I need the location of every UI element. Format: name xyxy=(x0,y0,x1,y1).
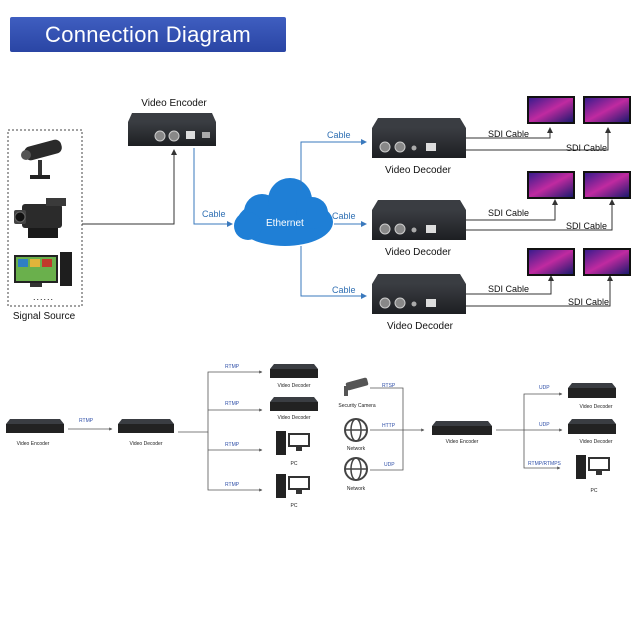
sdi-cable-1a: SDI Cable xyxy=(488,129,530,139)
decoder-2-label: Video Decoder xyxy=(385,247,451,258)
sdi-cable-2a: SDI Cable xyxy=(488,208,530,218)
br-network-globe-icon-1 xyxy=(344,418,368,442)
encoder-cable-label: Cable xyxy=(202,209,226,219)
signal-source-box xyxy=(7,129,83,307)
bl-target-1-label: Video Decoder xyxy=(277,383,311,389)
br-output-1-protocol: UDP xyxy=(539,385,550,391)
encoder-to-cloud-line xyxy=(193,148,233,227)
br-target-1-label: Video Decoder xyxy=(579,404,613,410)
sdi-cable-3a: SDI Cable xyxy=(488,284,530,294)
br-encoder-device xyxy=(432,421,492,435)
br-source-3-label: Network xyxy=(346,486,366,492)
bl-target-4-label: PC xyxy=(290,503,298,509)
bl-target-decoder-2 xyxy=(270,397,318,411)
br-target-pc xyxy=(576,455,610,479)
tv-displays xyxy=(527,96,631,276)
decoder-1-label: Video Decoder xyxy=(385,165,451,176)
br-target-decoder-2 xyxy=(568,419,616,434)
security-camera-icon xyxy=(21,139,62,179)
bottom-left-decoder-device xyxy=(118,419,174,433)
signal-source-label: Signal Source xyxy=(12,311,76,322)
br-source-2-protocol: HTTP xyxy=(382,423,396,429)
decoder-2-cable-label: Cable xyxy=(332,211,356,221)
sdi-cable-1b: SDI Cable xyxy=(566,143,608,153)
cloud-label: Ethernet xyxy=(266,218,304,229)
video-decoder-device-1 xyxy=(372,118,466,158)
sdi-cable-2b: SDI Cable xyxy=(566,221,608,231)
br-target-2-label: Video Decoder xyxy=(579,439,613,445)
video-decoder-device-3 xyxy=(372,274,466,314)
decoder-3-label: Video Decoder xyxy=(387,321,453,332)
bl-branch-1-protocol: RTMP xyxy=(225,364,240,370)
br-output-3-protocol: RTMP/RTMPS xyxy=(528,461,561,467)
br-source-3-protocol: UDP xyxy=(384,462,395,468)
decoder-3-cable-label: Cable xyxy=(332,285,356,295)
signal-source-more: ...... xyxy=(33,292,55,302)
video-decoder-device-2 xyxy=(372,200,466,240)
br-encoder-label: Video Encoder xyxy=(445,439,479,445)
br-target-3-label: PC xyxy=(590,488,598,494)
cloud-to-decoder-3-line xyxy=(300,246,367,299)
camcorder-icon xyxy=(14,198,66,238)
br-network-globe-icon-2 xyxy=(344,457,368,481)
cloud-to-decoder-1-line xyxy=(300,139,367,190)
br-target-decoder-1 xyxy=(568,383,616,398)
br-source-1-protocol: RTSP xyxy=(382,383,396,389)
sdi-lines xyxy=(466,127,615,307)
source-to-encoder-line xyxy=(82,149,177,225)
video-encoder-device xyxy=(128,113,216,146)
bl-target-decoder-1 xyxy=(270,364,318,378)
bl-branch-3-protocol: RTMP xyxy=(225,442,240,448)
bl-target-pc-1 xyxy=(276,431,310,455)
bl-link-label: RTMP xyxy=(79,418,94,424)
computer-icon xyxy=(14,252,72,287)
bottom-left-encoder-device xyxy=(6,419,64,433)
br-output-2-protocol: UDP xyxy=(539,422,550,428)
br-security-camera-icon xyxy=(344,377,369,396)
br-source-2-label: Network xyxy=(346,446,366,452)
encoder-label: Video Encoder xyxy=(141,98,207,109)
bl-decoder-label: Video Decoder xyxy=(129,441,163,447)
bl-target-2-label: Video Decoder xyxy=(277,415,311,421)
bl-target-3-label: PC xyxy=(290,461,298,467)
bl-encoder-label: Video Encoder xyxy=(16,441,50,447)
decoder-1-cable-label: Cable xyxy=(327,130,351,140)
br-source-1-label: Security Camera xyxy=(338,403,376,409)
bl-branch-2-protocol: RTMP xyxy=(225,401,240,407)
sdi-cable-3b: SDI Cable xyxy=(568,297,610,307)
bl-branch-4-protocol: RTMP xyxy=(225,482,240,488)
page-title: Connection Diagram xyxy=(10,17,286,52)
ethernet-cloud xyxy=(234,178,333,246)
bl-target-pc-2 xyxy=(276,474,310,498)
